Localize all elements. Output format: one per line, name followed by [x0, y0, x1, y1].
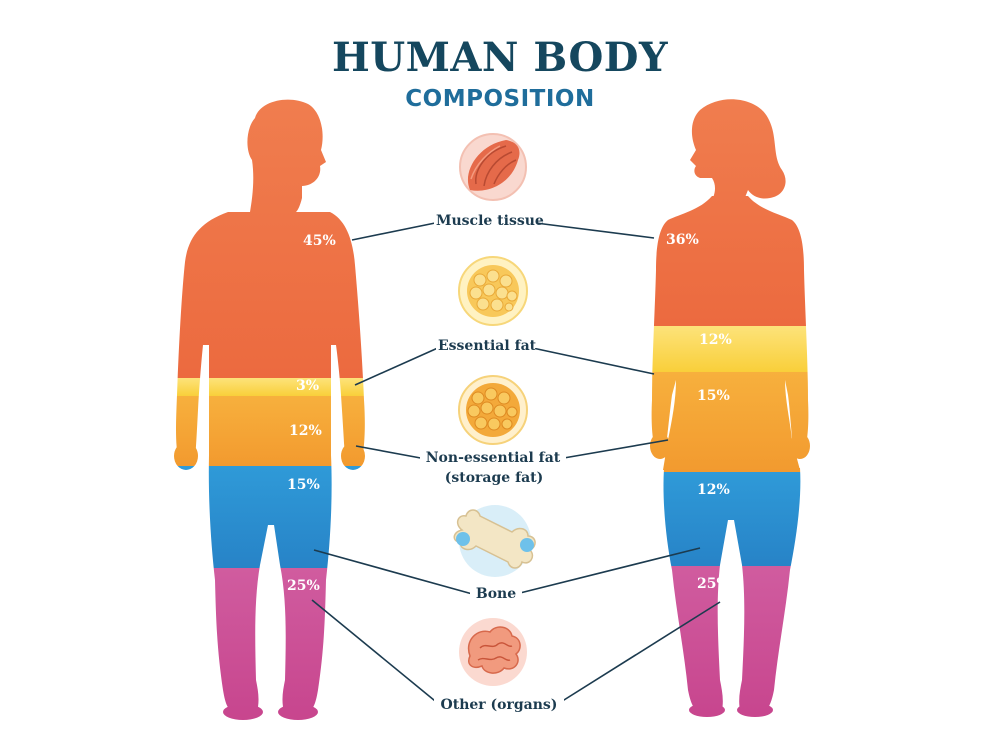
line-storage-male: [355, 445, 427, 460]
connector-lines: [311, 221, 721, 706]
male-band-muscle: [174, 99, 365, 378]
female-storage-fat-percent: 15%: [697, 388, 730, 404]
line-organs-female: [555, 601, 721, 706]
line-muscle-male: [351, 221, 441, 241]
female-band-muscle: [650, 99, 810, 326]
label-other-organs: Other (organs): [434, 697, 564, 713]
label-storage-fat: (storage fat): [444, 470, 544, 486]
male-band-bone: [174, 466, 365, 568]
female-band-bone: [650, 472, 810, 566]
label-muscle-tissue: Muscle tissue: [434, 213, 544, 229]
label-bone: Bone: [470, 586, 522, 602]
line-bone-female: [511, 547, 701, 596]
label-non-essential-fat: Non-essential fat: [420, 450, 566, 466]
page-subtitle: COMPOSITION: [405, 86, 595, 112]
female-band-organs: [650, 566, 810, 717]
line-organs-male: [311, 599, 441, 706]
label-essential-fat: Essential fat: [436, 338, 537, 354]
line-storage-female: [557, 439, 669, 460]
female-band-essential-fat: [650, 326, 810, 372]
storage-fat-cells-icon: [458, 375, 528, 445]
male-organs-percent: 25%: [287, 578, 320, 594]
male-band-essential-fat: [174, 378, 365, 396]
female-essential-fat-percent: 12%: [699, 332, 732, 348]
muscle-fiber-icon: [459, 133, 527, 201]
organs-icon: [459, 618, 527, 686]
essential-fat-cells-icon: [458, 256, 528, 326]
male-muscle-percent: 45%: [303, 233, 336, 249]
line-essential-female: [527, 346, 655, 375]
male-band-storage-fat: [174, 396, 365, 466]
female-silhouette: [650, 99, 810, 717]
male-silhouette: [174, 99, 365, 720]
line-essential-male: [354, 346, 441, 386]
page-title: HUMAN BODY: [331, 34, 669, 81]
female-bone-percent: 12%: [697, 482, 730, 498]
male-band-organs: [174, 568, 365, 720]
male-storage-fat-percent: 12%: [289, 423, 322, 439]
male-bone-percent: 15%: [287, 477, 320, 493]
female-muscle-percent: 36%: [666, 232, 699, 248]
female-band-storage-fat: [650, 372, 810, 472]
male-essential-fat-percent: 3%: [296, 378, 320, 394]
female-organs-percent: 25%: [697, 576, 730, 592]
line-bone-male: [313, 549, 477, 596]
line-muscle-female: [527, 221, 655, 239]
bone-icon: [453, 505, 536, 577]
